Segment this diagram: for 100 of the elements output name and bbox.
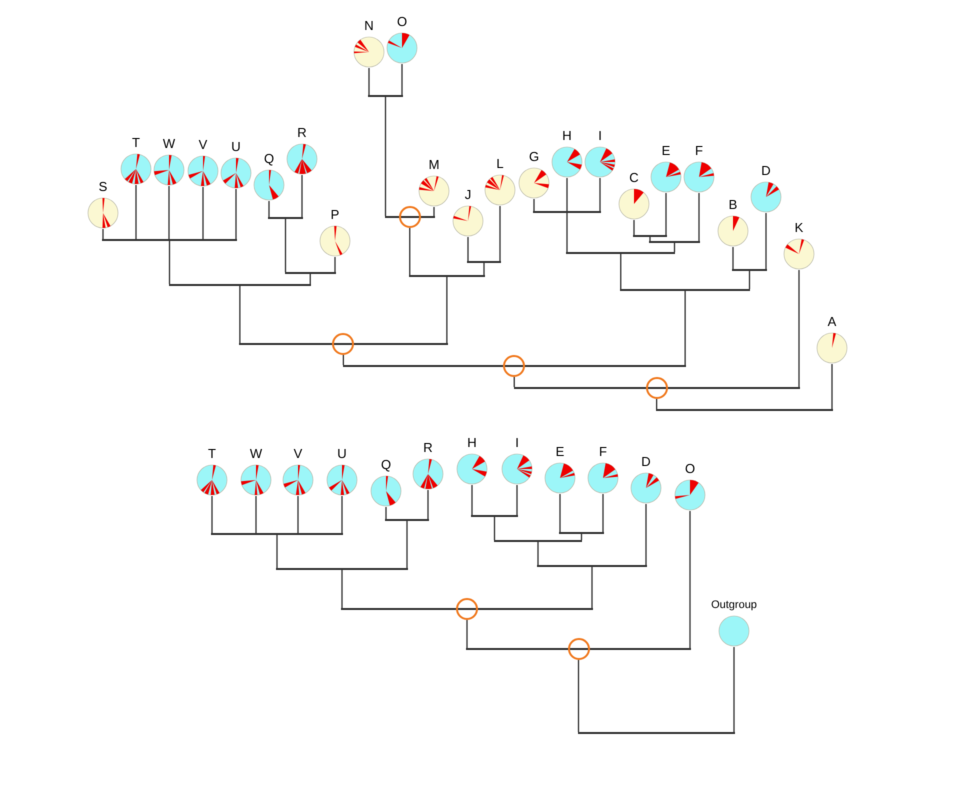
- branch-line: [578, 660, 580, 732]
- taxon-label: N: [363, 18, 375, 34]
- taxon-label: O: [684, 461, 696, 477]
- taxon-label: H: [466, 435, 478, 451]
- branch-line: [446, 277, 448, 343]
- taxon-label: C: [628, 170, 640, 186]
- branch-line: [467, 237, 469, 261]
- branch-line: [385, 507, 387, 519]
- branch-line: [494, 517, 496, 540]
- taxon-label: E: [660, 143, 672, 159]
- branch-line: [516, 485, 518, 515]
- taxon-label: I: [597, 128, 603, 144]
- branch-line: [559, 494, 561, 532]
- taxon-label: R: [296, 125, 308, 141]
- branch-line: [620, 254, 622, 289]
- branch-line: [471, 485, 473, 515]
- branch-line: [276, 535, 278, 568]
- node-marker: [456, 598, 478, 620]
- branch-line: [401, 64, 403, 95]
- branch-line: [499, 206, 501, 261]
- taxon-label: A: [826, 314, 838, 330]
- branch-line: [698, 193, 700, 241]
- taxon-label: F: [694, 143, 704, 159]
- taxon-label: T: [207, 446, 217, 462]
- branch-line: [599, 178, 601, 211]
- taxon-label: Q: [262, 151, 276, 167]
- branch-line: [341, 496, 343, 533]
- taxon-label: T: [131, 135, 141, 151]
- branch-line: [831, 364, 833, 409]
- branch-line: [798, 270, 800, 387]
- taxon-label: Q: [380, 457, 392, 473]
- branch-line: [765, 213, 767, 269]
- branch-line: [566, 213, 568, 252]
- branch-line: [466, 620, 468, 648]
- taxon-label: L: [495, 156, 505, 172]
- branch-line: [406, 521, 408, 568]
- taxon-label: J: [464, 187, 472, 203]
- branch-line: [135, 185, 137, 239]
- taxon-label: H: [561, 128, 573, 144]
- taxon-label: S: [98, 179, 108, 195]
- branch-line: [689, 511, 691, 648]
- node-marker: [568, 638, 590, 660]
- taxon-label: I: [514, 435, 520, 451]
- branch-line: [483, 263, 485, 275]
- branch-line: [591, 567, 593, 608]
- taxon-label: W: [248, 446, 264, 462]
- taxon-label: U: [230, 139, 242, 155]
- node-marker: [332, 333, 354, 355]
- branch-line: [168, 186, 170, 239]
- branch-line: [368, 68, 370, 95]
- node-marker: [398, 206, 421, 228]
- branch-line: [284, 219, 286, 272]
- branch-line: [633, 220, 635, 235]
- branch-line: [732, 247, 734, 269]
- taxon-label: E: [554, 444, 566, 460]
- branch-line: [748, 271, 750, 289]
- branch-line: [409, 228, 410, 275]
- branch-line: [168, 241, 170, 284]
- branch-line: [255, 496, 257, 533]
- branch-line: [602, 494, 604, 532]
- branch-line: [239, 286, 241, 343]
- branch-line: [537, 542, 539, 565]
- branch-line: [268, 201, 270, 217]
- taxon-label: K: [794, 220, 804, 236]
- branch-line: [334, 257, 336, 272]
- taxon-label: F: [598, 444, 608, 460]
- branch-line: [235, 189, 237, 239]
- taxon-label: U: [336, 446, 348, 462]
- taxon-label: G: [528, 149, 540, 165]
- branch-line: [342, 355, 344, 365]
- branch-line: [102, 229, 104, 239]
- branch-line: [211, 496, 213, 533]
- taxon-label: V: [198, 137, 208, 153]
- taxon-label: R: [422, 440, 434, 456]
- taxon-label: D: [760, 163, 772, 179]
- branch-line: [310, 274, 311, 284]
- node-marker: [646, 377, 668, 399]
- taxon-label: M: [428, 157, 440, 173]
- branch-line: [301, 175, 303, 217]
- taxon-label: W: [162, 136, 176, 152]
- taxon-label: V: [292, 446, 304, 462]
- branch-line: [514, 377, 515, 387]
- branch-line: [297, 496, 299, 533]
- branch-line: [684, 291, 686, 365]
- branch-line: [665, 193, 667, 235]
- branch-line: [733, 647, 735, 732]
- branch-line: [566, 178, 568, 211]
- taxon-label: Outgroup: [710, 598, 758, 613]
- branch-line: [427, 490, 429, 519]
- node-marker: [503, 355, 526, 377]
- taxon-label: D: [640, 454, 652, 470]
- branch-line: [533, 199, 535, 211]
- branch-line: [341, 570, 343, 608]
- branch-line: [384, 97, 386, 216]
- branch-line: [645, 504, 647, 565]
- taxon-label: P: [330, 207, 340, 223]
- branch-line: [656, 399, 658, 409]
- taxon-label: O: [396, 14, 408, 30]
- branch-line: [202, 187, 204, 239]
- taxon-label: B: [728, 197, 738, 213]
